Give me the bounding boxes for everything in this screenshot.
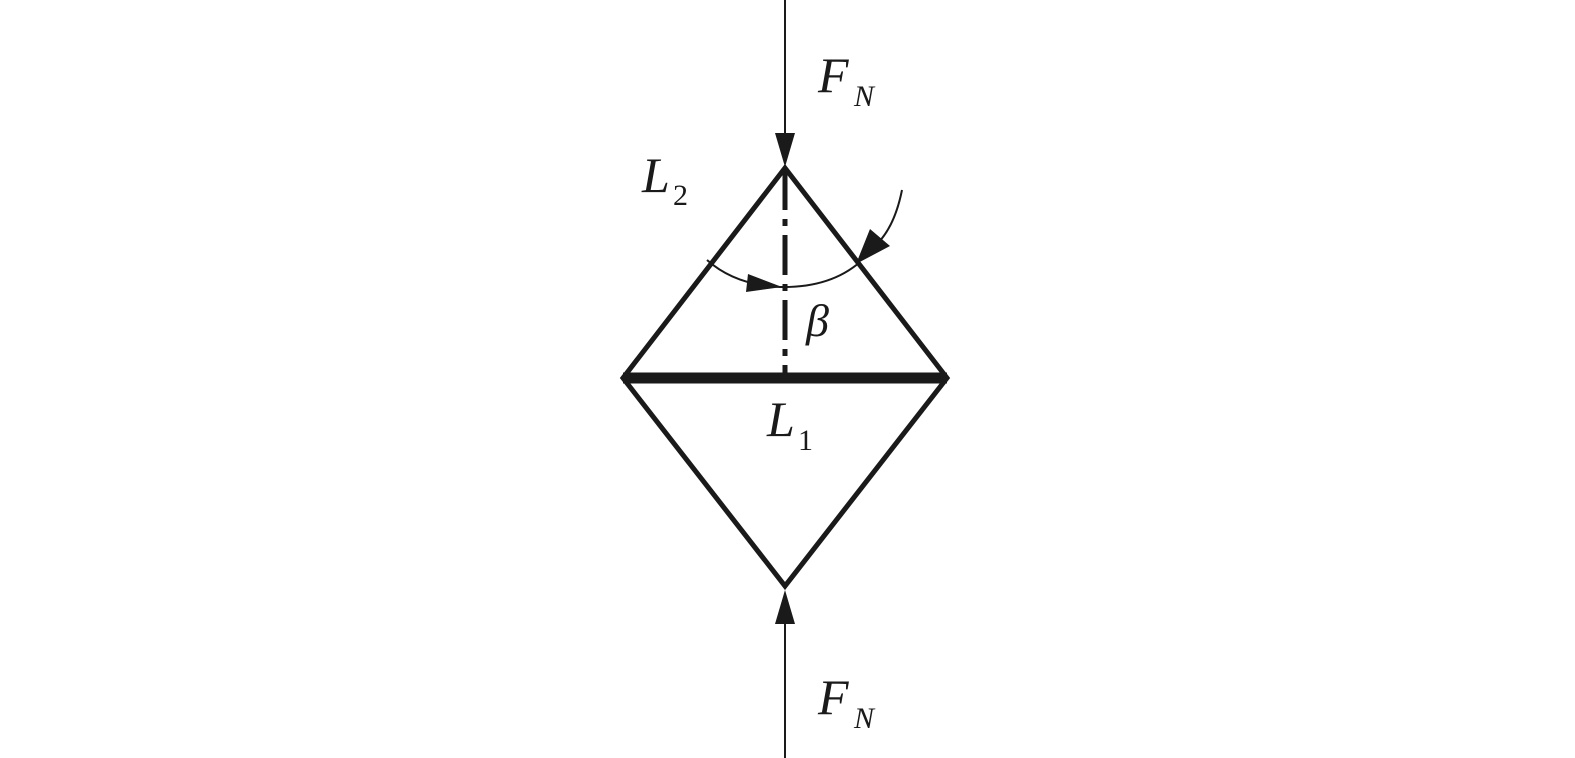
svg-text:F: F (817, 669, 849, 725)
force-bottom-label: F N (817, 669, 876, 735)
svg-text:L: L (641, 147, 670, 203)
svg-text:N: N (853, 702, 876, 735)
angle-beta-label: β (805, 295, 829, 346)
svg-text:2: 2 (673, 179, 688, 212)
svg-text:N: N (853, 80, 876, 113)
bottom-force-arrowhead (775, 590, 795, 624)
rhombus-outline (619, 163, 951, 591)
angle-leader-arrowhead (856, 229, 890, 264)
side-length-label: L 2 (641, 147, 688, 212)
svg-text:F: F (817, 47, 849, 103)
svg-text:L: L (766, 391, 795, 447)
angle-arc-arrowhead-left (746, 274, 782, 292)
base-length-label: L 1 (766, 391, 813, 457)
angle-leader-curve (877, 189, 903, 244)
force-top-label: F N (817, 47, 876, 113)
top-force-arrowhead (775, 133, 795, 167)
svg-text:1: 1 (798, 424, 813, 457)
